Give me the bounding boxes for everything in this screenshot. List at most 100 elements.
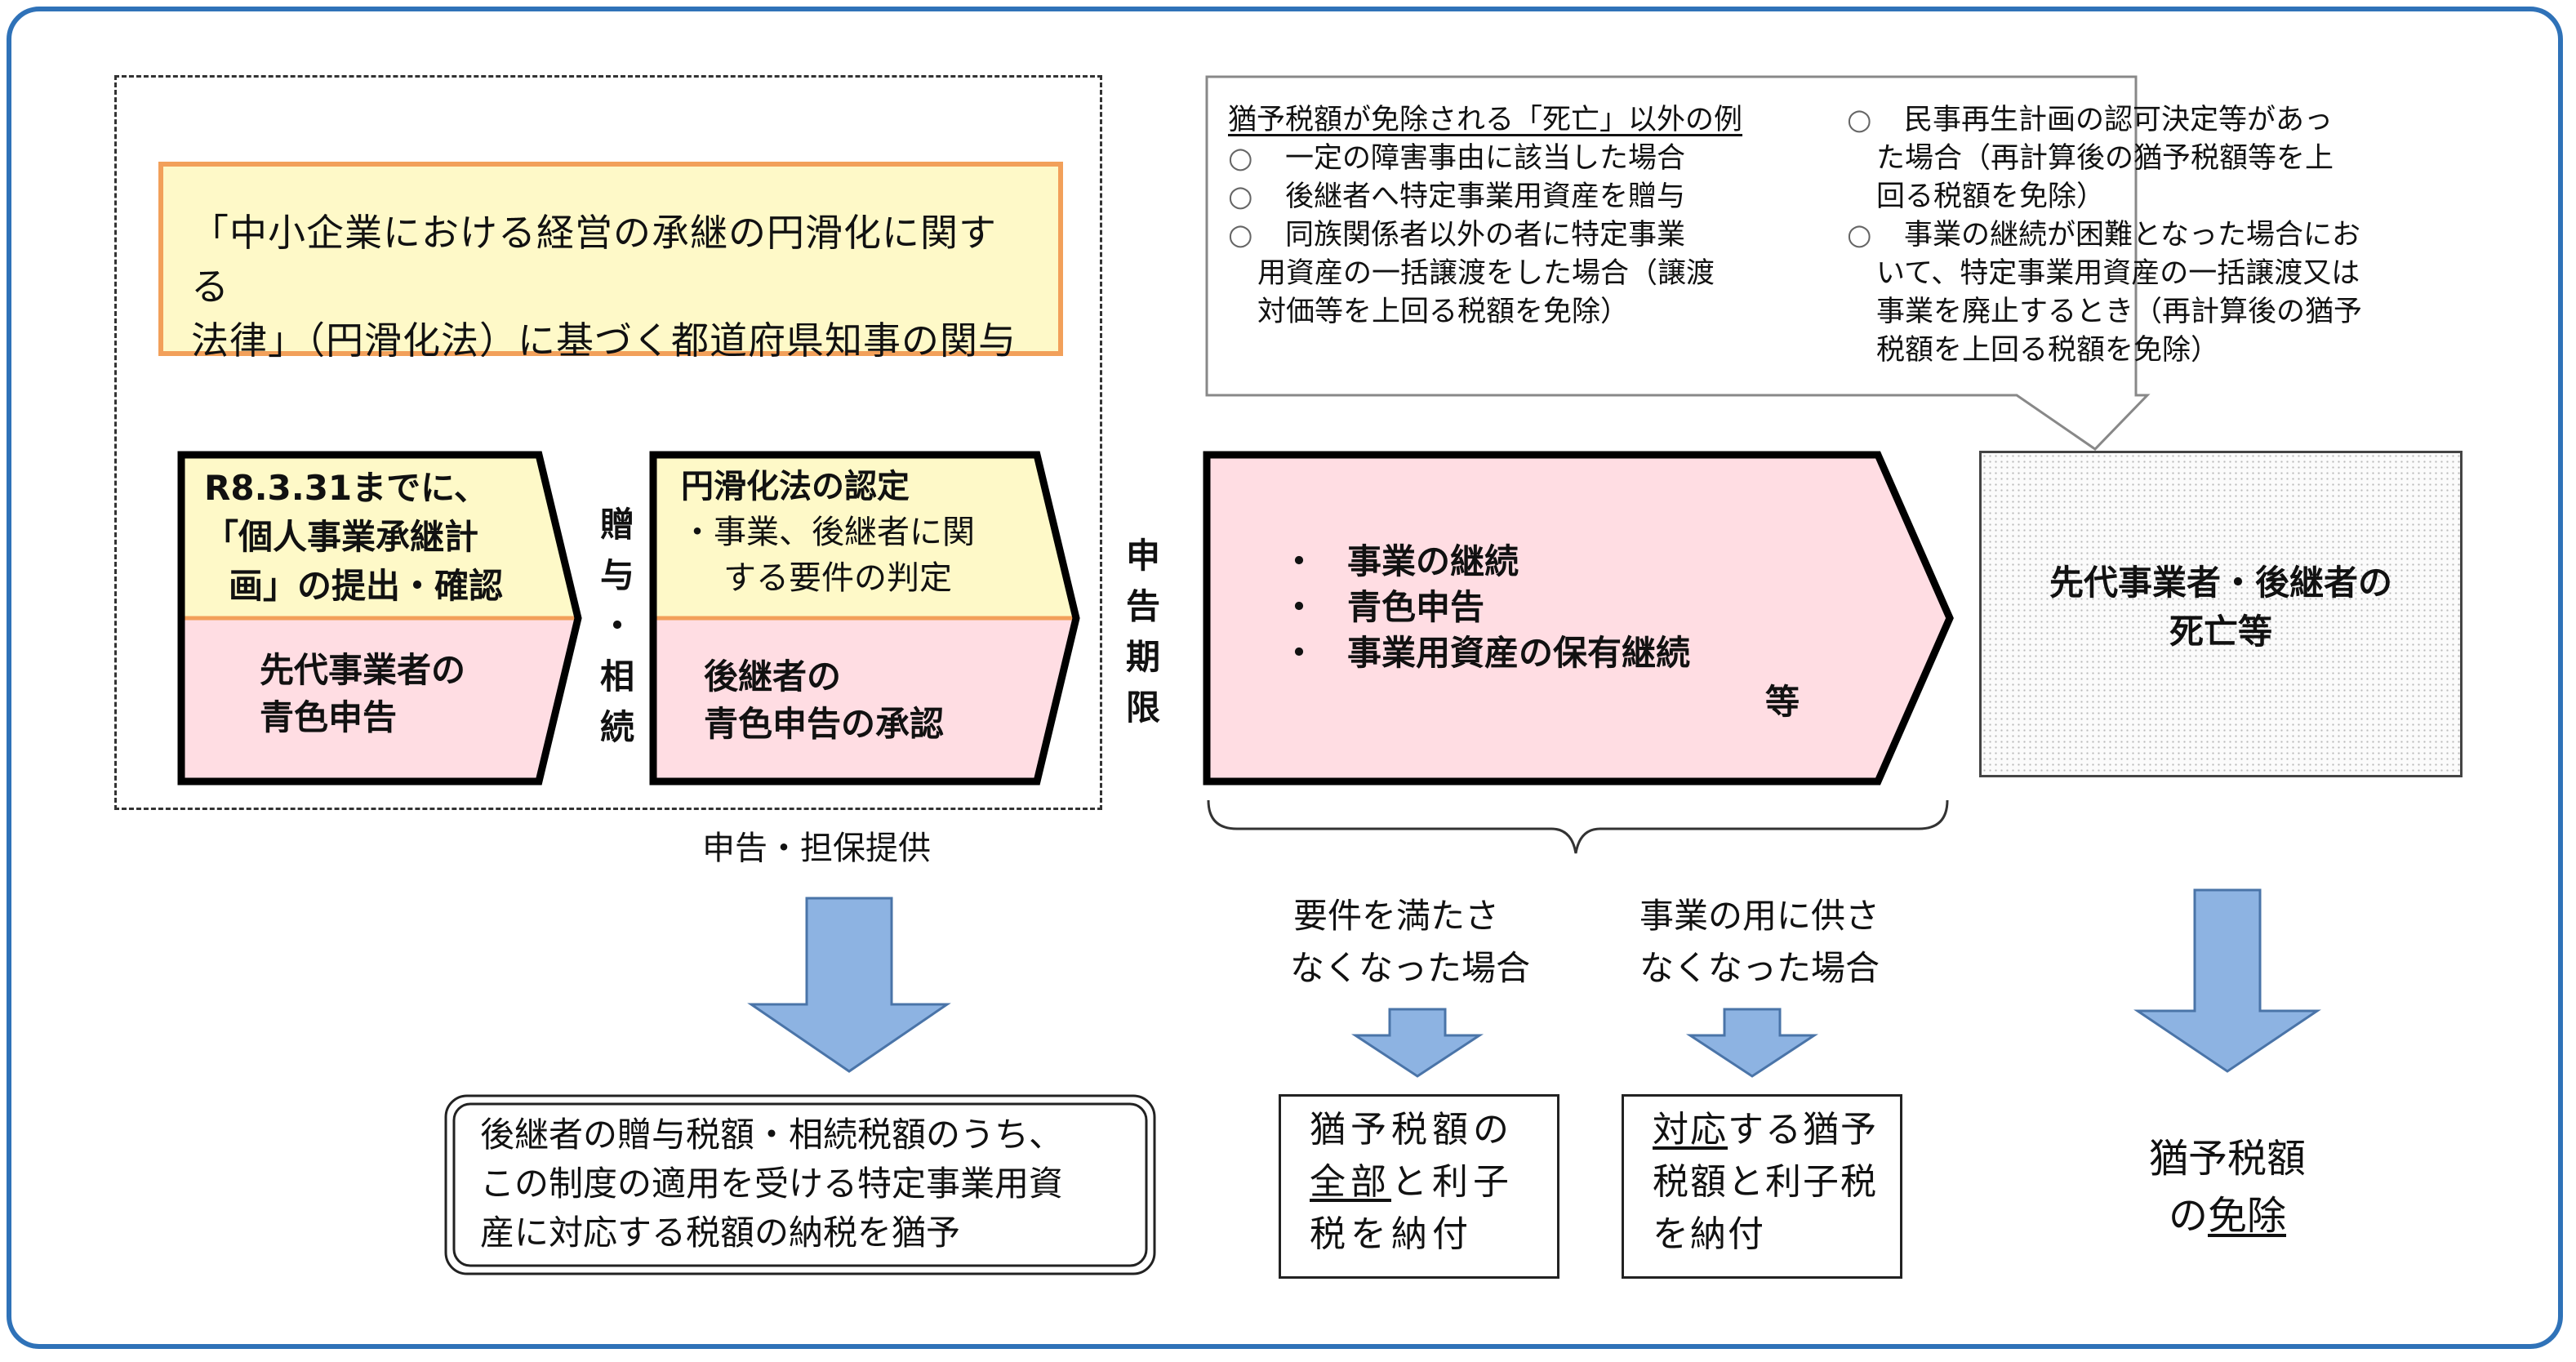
cond-unmet-line2: なくなった場合 <box>1290 948 1531 988</box>
defer-result-text: 後継者の贈与税額・相続税額のうち、 この制度の適用を受ける特定事業用資 産に対応… <box>480 1111 1063 1257</box>
condition-unmet: 要件を満たさ なくなった場合 <box>1290 890 1530 995</box>
callout-item-text: 事業の継続が困難となった場合にお <box>1904 219 2360 251</box>
gift-char-1: 贈 <box>599 505 634 545</box>
full-underlined: 全部 <box>1310 1161 1391 1203</box>
full-payment-text: 猶予税額の 全部と利子 税を納付 <box>1310 1104 1514 1261</box>
full-rest: と利子 <box>1391 1161 1514 1203</box>
deadline-char-3: 期 <box>1125 637 1160 677</box>
cond-unused-line1: 事業の用に供さ <box>1639 896 1880 936</box>
arrow-down-exempt <box>2133 888 2321 1073</box>
gift-char-5: 続 <box>599 707 634 747</box>
arrow-down-defer <box>747 897 951 1073</box>
callout-item: ○ 一定の障害事由に該当した場合 <box>1228 140 1742 178</box>
partial-underlined: 対応 <box>1653 1109 1728 1151</box>
law-note-line2: 法律」（円滑化法）に基づく都道府県知事の関与 <box>191 318 1017 363</box>
cond-unused-line2: なくなった場合 <box>1639 948 1880 988</box>
death-box-text: 先代事業者・後継者の 死亡等 <box>1979 559 2463 657</box>
gift-char-3: ・ <box>599 606 634 646</box>
callout-left-column: 猶予税額が免除される「死亡」以外の例 ○一定の障害事由に該当した場合 ○後継者へ… <box>1228 101 1742 332</box>
full-line2: 全部と利子 <box>1310 1156 1514 1208</box>
partial-payment-box <box>1622 1094 1902 1279</box>
partial-rest: する猶予 <box>1728 1109 1878 1151</box>
circle-marker-icon: ○ <box>1228 142 1253 175</box>
callout-bubble <box>1205 75 2151 451</box>
exemption-text: 猶予税額 の免除 <box>2126 1130 2329 1244</box>
callout-right-column: ○ 民事再生計画の認可決定等があっ た場合（再計算後の猶予税額等を上 回る税額を免… <box>1847 101 2362 370</box>
requirement-text: 事業の継続 <box>1347 541 1519 581</box>
defer-box-inner <box>452 1102 1148 1267</box>
exempt-pre: の <box>2168 1193 2208 1239</box>
death-line1: 先代事業者・後継者の <box>2049 563 2392 603</box>
circle-marker-icon: ○ <box>1847 104 1872 136</box>
cert-body-line1: 後継者の <box>704 657 842 697</box>
callout-item-text: 税額を上回る税額を免除） <box>1876 334 2220 367</box>
bullet-mark: ・ <box>1282 541 1317 581</box>
deadline-char-1: 申 <box>1125 536 1160 576</box>
defer-line2: この制度の適用を受ける特定事業用資 <box>480 1164 1064 1204</box>
exempt-underlined: 免除 <box>2208 1193 2287 1239</box>
cert-box-title-group: 円滑化法の認定 ・事業、後継者に関 する要件の判定 <box>681 464 975 601</box>
cert-title: 円滑化法の認定 <box>681 468 910 505</box>
callout-item-text: 対価等を上回る税額を免除） <box>1257 296 1630 328</box>
gift-char-4: 相 <box>599 657 634 697</box>
partial-line3: を納付 <box>1653 1213 1765 1255</box>
callout-item-text: いて、特定事業用資産の一括譲渡又は <box>1876 257 2360 290</box>
plan-box-outline <box>177 451 582 786</box>
partial-line2: 税額と利子税 <box>1653 1161 1878 1203</box>
plan-body-line2: 青色申告 <box>260 697 398 737</box>
plan-box-body: 先代事業者の 青色申告 <box>260 647 465 741</box>
gift-inheritance-label: 贈 与 ・ 相 続 <box>593 500 642 753</box>
callout-item-text: 用資産の一括譲渡をした場合（譲渡 <box>1257 257 1715 290</box>
requirements-etc: 等 <box>1765 682 1800 722</box>
bullet-mark: ・ <box>1282 587 1317 627</box>
exempt-line2: の免除 <box>2126 1187 2329 1244</box>
callout-item: ○ 事業の継続が困難となった場合にお <box>1847 216 2362 255</box>
arrow-down-unused <box>1685 1008 1819 1078</box>
cond-unmet-line1: 要件を満たさ <box>1293 896 1500 936</box>
cert-sub-line1: ・事業、後継者に関 <box>681 514 975 551</box>
deadline-char-2: 告 <box>1125 586 1160 626</box>
defer-box-outer <box>444 1094 1156 1275</box>
plan-body-line1: 先代事業者の <box>260 650 466 690</box>
plan-title-line2: 「個人事業承継計 <box>204 517 479 557</box>
full-line3: 税を納付 <box>1310 1213 1473 1255</box>
gift-char-2: 与 <box>599 555 634 595</box>
period-brace <box>1207 799 1949 854</box>
requirement-text: 事業用資産の保有継続 <box>1347 633 1691 673</box>
callout-item: ○ 民事再生計画の認可決定等があっ <box>1847 101 2362 140</box>
cert-sub-line2: する要件の判定 <box>723 559 952 597</box>
bullet-mark: ・ <box>1282 633 1317 673</box>
full-line1: 猶予税額の <box>1310 1109 1514 1151</box>
defer-line3: 産に対応する税額の納税を猶予 <box>480 1213 961 1253</box>
death-line2: 死亡等 <box>2169 612 2272 652</box>
requirement-item: ・事業用資産の保有継続 <box>1282 630 1690 676</box>
requirements-box <box>1203 451 1954 786</box>
circle-marker-icon: ○ <box>1228 219 1253 251</box>
law-note-box: 「中小企業における経営の承継の円滑化に関する 法律」（円滑化法）に基づく都道府県… <box>158 162 1063 363</box>
cert-box-body: 後継者の 青色申告の承認 <box>704 653 944 748</box>
cert-box-outline <box>649 451 1080 786</box>
law-note-line1: 「中小企業における経営の承継の円滑化に関する <box>191 211 997 309</box>
callout-item: ○後継者へ特定事業用資産を贈与 <box>1228 178 1742 216</box>
prefecture-involvement-group <box>114 75 1102 810</box>
plan-title-line3: 画」の提出・確認 <box>229 566 504 606</box>
death-box <box>1979 451 2463 777</box>
plan-box-title: R8.3.31までに、 「個人事業承継計 画」の提出・確認 <box>204 464 503 611</box>
outer-frame <box>7 7 2563 1349</box>
callout-item-text: た場合（再計算後の猶予税額等を上 <box>1876 142 2334 175</box>
callout-item-text: 回る税額を免除） <box>1876 180 2106 213</box>
callout-item-text: 後継者へ特定事業用資産を贈与 <box>1285 180 1686 213</box>
arrow-down-unmet <box>1350 1008 1484 1078</box>
cert-body-line2: 青色申告の承認 <box>704 704 945 744</box>
requirement-text: 青色申告 <box>1347 587 1485 627</box>
condition-unused: 事業の用に供さ なくなった場合 <box>1639 890 1880 995</box>
filing-deadline-label: 申 告 期 限 <box>1119 531 1168 733</box>
callout-item-text: 民事再生計画の認可決定等があっ <box>1904 104 2334 136</box>
callout-item-text: 一定の障害事由に該当した場合 <box>1285 142 1686 175</box>
callout-item-text: 同族関係者以外の者に特定事業 <box>1285 219 1686 251</box>
partial-payment-text: 対応する猶予 税額と利子税 を納付 <box>1653 1104 1878 1261</box>
circle-marker-icon: ○ <box>1847 219 1872 251</box>
requirement-item: ・青色申告 <box>1282 585 1690 630</box>
